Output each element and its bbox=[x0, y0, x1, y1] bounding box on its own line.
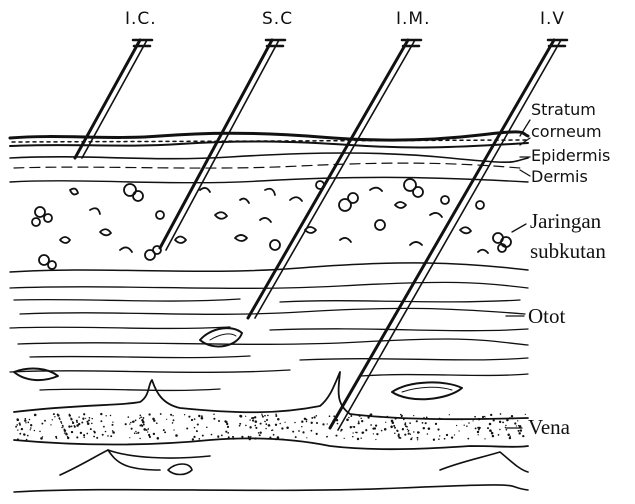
iv-label: I.V bbox=[540, 9, 565, 29]
fascia-line bbox=[10, 263, 528, 272]
sc-label: S.C bbox=[262, 9, 293, 29]
muscle-fibers bbox=[10, 282, 528, 390]
otot-label: Otot bbox=[528, 304, 566, 328]
jaringan-label: Jaringan bbox=[530, 209, 602, 233]
subkutan-label: subkutan bbox=[530, 239, 606, 263]
im-needle bbox=[248, 40, 421, 318]
small-vessels bbox=[14, 328, 462, 399]
dermis-label: Dermis bbox=[531, 167, 588, 186]
vena-label: Vena bbox=[528, 415, 571, 439]
iv-needle bbox=[330, 40, 567, 430]
leader-lines bbox=[506, 120, 530, 428]
epidermis-label: Epidermis bbox=[531, 146, 610, 165]
dermis-layer bbox=[10, 177, 528, 182]
vein-stipple bbox=[15, 413, 526, 441]
lower-vessels bbox=[14, 450, 528, 492]
im-label: I.M. bbox=[396, 9, 431, 29]
subcutaneous-tissue bbox=[32, 179, 511, 269]
ic-label: I.C. bbox=[125, 9, 157, 29]
ic-needle bbox=[75, 40, 152, 158]
corneum-label: corneum bbox=[531, 122, 602, 141]
stratum-label: Stratum bbox=[531, 100, 596, 119]
epidermis-layer bbox=[10, 153, 528, 168]
